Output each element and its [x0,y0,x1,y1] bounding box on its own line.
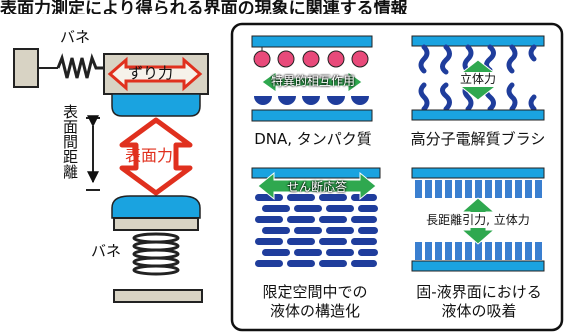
base-block [113,289,203,303]
apparatus [13,48,209,303]
panel-specific-interaction [251,35,373,122]
green-arrow [261,71,363,93]
green-arrow [257,171,377,201]
panel-caption: 限定空間中での [262,283,368,301]
panel-caption: 液体の吸着 [441,302,517,320]
panel-steric-force [411,35,545,121]
panel-caption: 高分子電解質ブラシ [410,130,546,148]
surface-force-label: 表面力 [125,146,174,165]
panel-caption: 固-液界面における [416,283,542,301]
panel-caption: 液体の構造化 [269,302,360,320]
panel-inner-label: 長距離引力, 立体力 [414,212,542,228]
panel-inner-label: 立体力 [452,72,504,87]
panel-inner-label: 特異的相互作用 [270,74,355,88]
lower-surface [111,195,201,219]
panel-shear-response [251,167,381,267]
surface-force-arrow [119,117,193,196]
top-spring-label: バネ [60,28,91,46]
shear-force-label: ずり力 [128,64,174,82]
panel-long-range-attraction [411,167,545,272]
panel-inner-label: せん断応答 [286,180,347,194]
lower-holder [113,217,199,231]
distance-label: 表面間距離 [61,104,79,179]
panel-caption: DNA, タンパク質 [254,130,372,148]
bottom-spring-icon [132,232,180,276]
upper-surface [111,93,201,117]
shear-force-arrow [107,56,203,92]
bottom-spring-label: バネ [91,242,122,260]
wall-block [13,48,39,88]
top-spring-icon [56,53,104,79]
page-title: 表面力測定により得られる界面の現象に関連する情報 [0,0,408,14]
